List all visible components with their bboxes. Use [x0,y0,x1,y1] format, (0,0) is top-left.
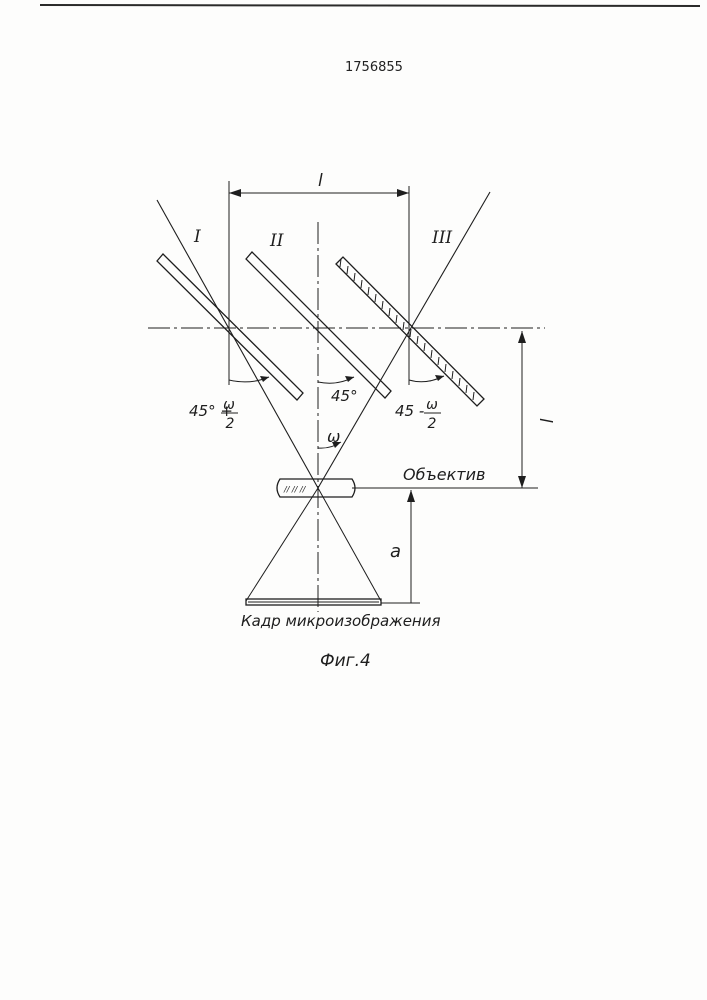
angle-left-numerator: ω [223,397,235,413]
field-angle-label: ω [327,427,340,446]
angle-label-right: 45 - [395,402,424,420]
mirror-i [336,257,484,406]
angle-right-denominator: 2 [428,416,437,432]
dimension-a: a [390,490,415,603]
angle-right-numerator: ω [426,397,438,413]
right-dimension-label: l [535,418,555,423]
mirror-iii [157,254,303,400]
top-dimension-label: l [318,171,323,191]
right-dimension: l [518,331,555,488]
microimage-frame [246,599,381,605]
angle-label-center: 45° [331,387,358,405]
dimension-a-label: a [390,541,401,562]
mirror-label-iii: I [193,227,201,247]
mirror-label-i: III [431,228,452,248]
frame-caption: Кадр микроизображения [241,612,441,630]
lens-label: Объектив [403,465,485,484]
mirror-label-ii: II [269,231,284,251]
field-rays [157,192,490,601]
page-top-edge [40,5,700,6]
svg-text:// // //: // // // [283,485,307,494]
figure-caption: Фиг.4 [320,651,371,671]
patent-number: 1756855 [345,60,403,75]
angle-left-denominator: 2 [226,416,235,432]
lens: // // // [277,479,355,497]
